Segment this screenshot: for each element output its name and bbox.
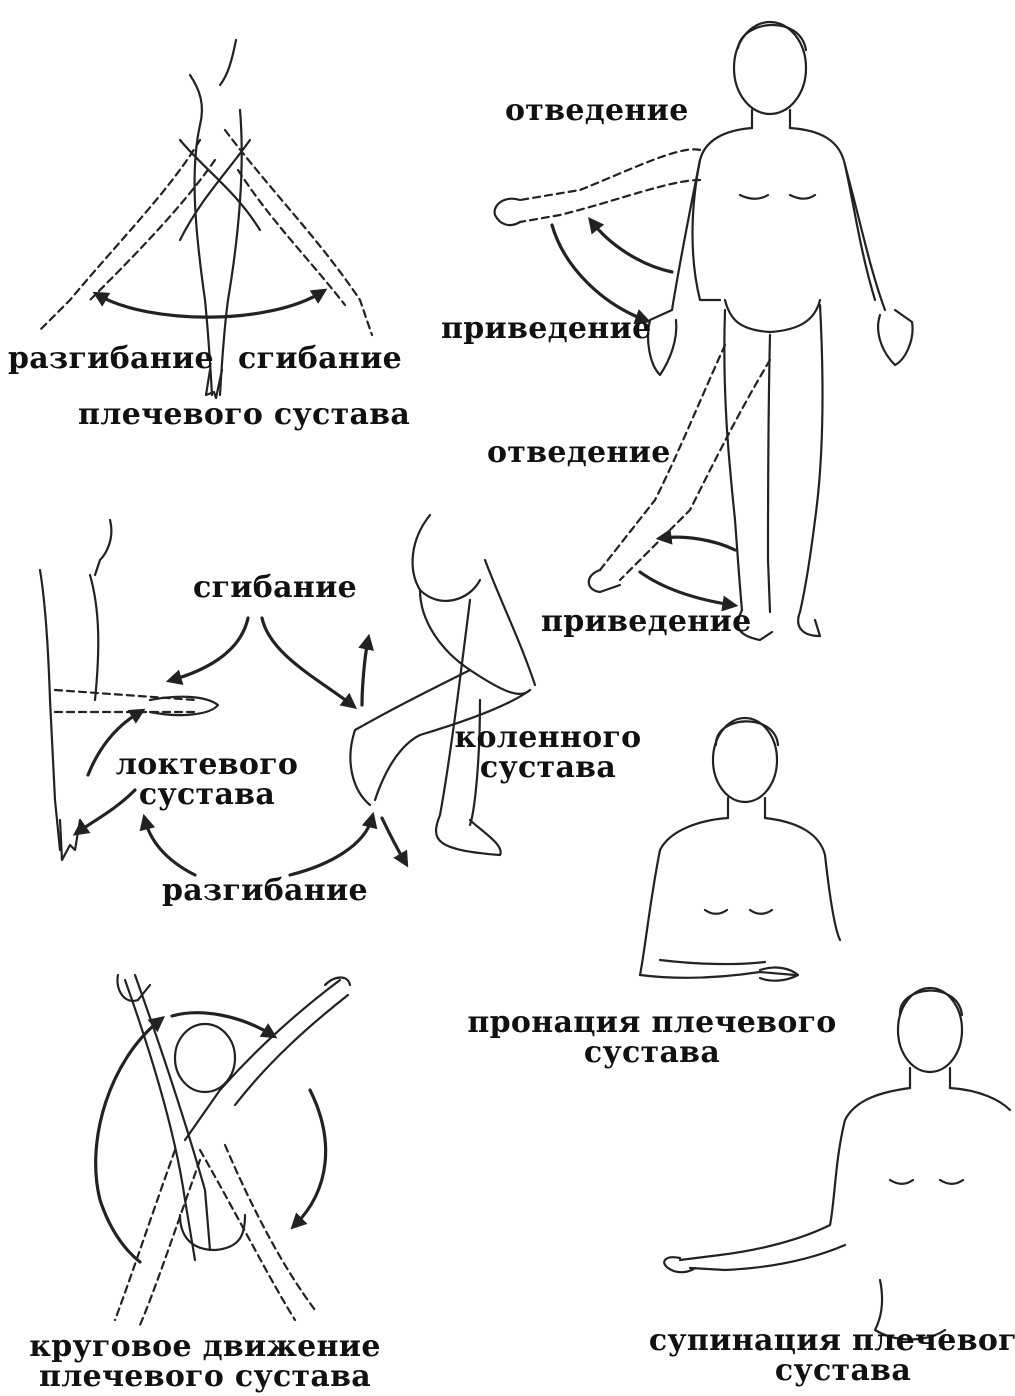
knee-caption: коленного сустава [455, 723, 642, 783]
circular-caption-line-2: плечевого сустава [29, 1362, 381, 1392]
extension-label: разгибание [162, 876, 368, 906]
arm-abduction-label: отведение [505, 96, 689, 126]
elbow-caption-line-1: локтевого [116, 750, 298, 780]
pronation-caption-line-2: сустава [467, 1038, 836, 1068]
arm-adduction-label: приведение [441, 314, 652, 344]
knee-caption-line-2: сустава [455, 753, 642, 783]
shoulder-extension-label: разгибание [8, 344, 214, 374]
circular-motion-figure [96, 975, 350, 1325]
leg-abduction-label: отведение [487, 438, 671, 468]
shoulder-flex-caption: плечевого сустава [78, 400, 410, 430]
supination-caption-line-2: сустава [649, 1356, 1015, 1386]
circular-caption: круговое движение плечевого сустава [29, 1332, 381, 1392]
shoulder-flexion-label: сгибание [238, 344, 402, 374]
elbow-caption-line-2: сустава [116, 780, 298, 810]
pronation-caption-line-1: пронация плечевого [467, 1008, 836, 1038]
knee-flexion-figure [350, 515, 535, 862]
knee-caption-line-1: коленного [455, 723, 642, 753]
leg-adduction-label: приведение [541, 607, 752, 637]
flexion-label: сгибание [193, 573, 357, 603]
circular-caption-line-1: круговое движение [29, 1332, 381, 1362]
pronation-caption: пронация плечевого сустава [467, 1008, 836, 1068]
pronation-figure [640, 718, 840, 981]
supination-caption-line-1: супинация плечевого [649, 1326, 1015, 1356]
supination-caption: супинация плечевого сустава [649, 1326, 1015, 1386]
elbow-caption: локтевого сустава [116, 750, 298, 810]
